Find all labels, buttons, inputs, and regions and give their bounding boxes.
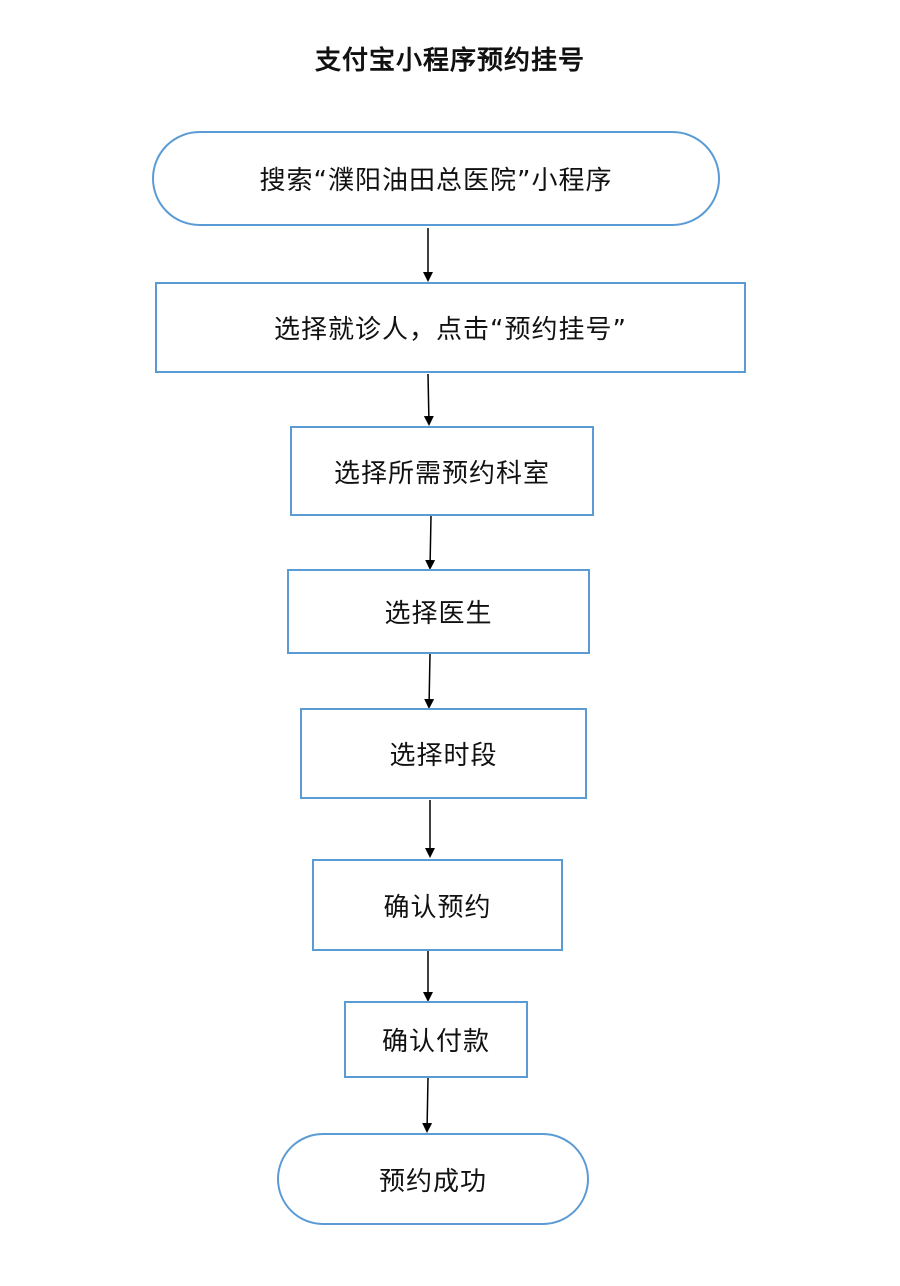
step-select-patient: 选择就诊人，点击“预约挂号”: [155, 282, 746, 373]
arrow-2-to-3: [423, 373, 434, 426]
step-label: 搜索“濮阳油田总医院”小程序: [259, 166, 613, 196]
step-label: 选择就诊人，点击“预约挂号”: [274, 315, 627, 345]
step-label: 选择所需预约科室: [333, 458, 550, 489]
step-confirm-payment: 确认付款: [344, 1001, 528, 1078]
step-label: 确认付款: [381, 1027, 490, 1057]
step-select-doctor: 选择医生: [287, 569, 590, 654]
step-appointment-success: 预约成功: [277, 1133, 589, 1225]
step-select-department: 选择所需预约科室: [290, 426, 594, 516]
diagram-title: 支付宝小程序预约挂号: [314, 46, 585, 76]
step-label: 选择医生: [384, 599, 493, 629]
step-search-mini-program: 搜索“濮阳油田总医院”小程序: [152, 131, 720, 226]
step-label: 选择时段: [389, 741, 498, 771]
arrow-3-to-4: [425, 515, 436, 570]
step-label: 预约成功: [378, 1166, 487, 1197]
arrow-4-to-5: [424, 653, 435, 709]
step-confirm-appointment: 确认预约: [312, 859, 563, 951]
step-label: 确认预约: [383, 892, 492, 923]
step-select-time-slot: 选择时段: [300, 708, 587, 799]
arrow-7-to-8: [422, 1077, 433, 1133]
